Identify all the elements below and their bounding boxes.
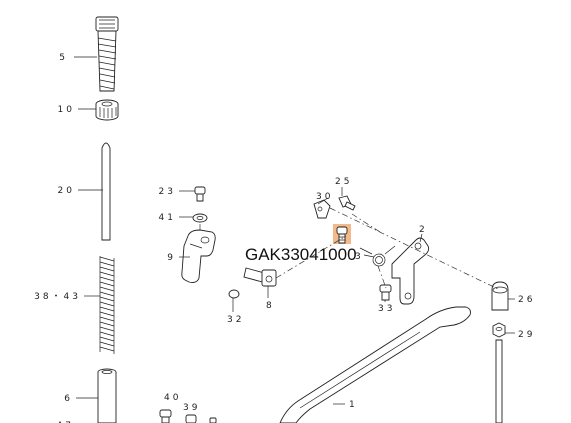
part-33-screw xyxy=(379,284,392,301)
part-29-nut xyxy=(492,322,506,338)
callout-10: 10 xyxy=(58,105,75,115)
part-32-ring xyxy=(228,289,240,299)
right-rod xyxy=(495,339,503,423)
highlighted-part xyxy=(333,224,351,244)
assembly-lines xyxy=(199,207,501,291)
callout-38-43: 38・43 xyxy=(34,292,81,302)
part-30-tab xyxy=(313,199,331,219)
callout-40: 40 xyxy=(164,393,181,403)
highlighted-part-code: GAK33041000 xyxy=(245,245,357,264)
callout-47: 47 xyxy=(57,421,74,423)
part-23-screw xyxy=(194,186,206,202)
part-9-bracket xyxy=(181,229,216,283)
part-1-lever xyxy=(279,306,471,423)
callout-23: 23 xyxy=(159,187,176,197)
callout-8: 8 xyxy=(266,301,275,311)
part-5-screw xyxy=(95,16,119,92)
callout-41: 41 xyxy=(159,213,176,223)
callout-26: 26 xyxy=(518,295,535,305)
callout-9: 9 xyxy=(167,253,176,263)
callouts: 5 10 20 38・43 6 47 23 41 9 8 32 30 25 2 … xyxy=(34,53,535,423)
callout-20: 20 xyxy=(58,186,75,196)
small-pin xyxy=(209,417,217,423)
part-3-spring xyxy=(359,245,396,267)
part-10-nut xyxy=(95,99,119,121)
callout-1: 1 xyxy=(349,400,358,410)
leader-lines xyxy=(74,56,515,405)
part-6-sleeve xyxy=(97,368,117,423)
part-41-washer xyxy=(192,213,208,223)
part-8-shaft xyxy=(243,267,277,287)
callout-39: 39 xyxy=(183,403,200,413)
part-38-43-spring xyxy=(99,256,115,354)
callout-29: 29 xyxy=(518,330,535,340)
callout-33: 33 xyxy=(378,304,395,314)
part-40-screw xyxy=(159,409,172,423)
callout-32: 32 xyxy=(227,315,244,325)
part-20-rod xyxy=(101,142,111,241)
callout-30: 30 xyxy=(316,192,333,202)
callout-6: 6 xyxy=(64,394,73,404)
part-39-screw xyxy=(185,414,197,423)
callout-3: 3 xyxy=(355,252,364,262)
part-2-plate xyxy=(391,237,430,305)
part-25-screw xyxy=(338,195,356,211)
part-26-block xyxy=(491,281,509,311)
callout-25: 25 xyxy=(335,177,352,187)
callout-2: 2 xyxy=(419,225,428,235)
callout-5: 5 xyxy=(59,53,68,63)
